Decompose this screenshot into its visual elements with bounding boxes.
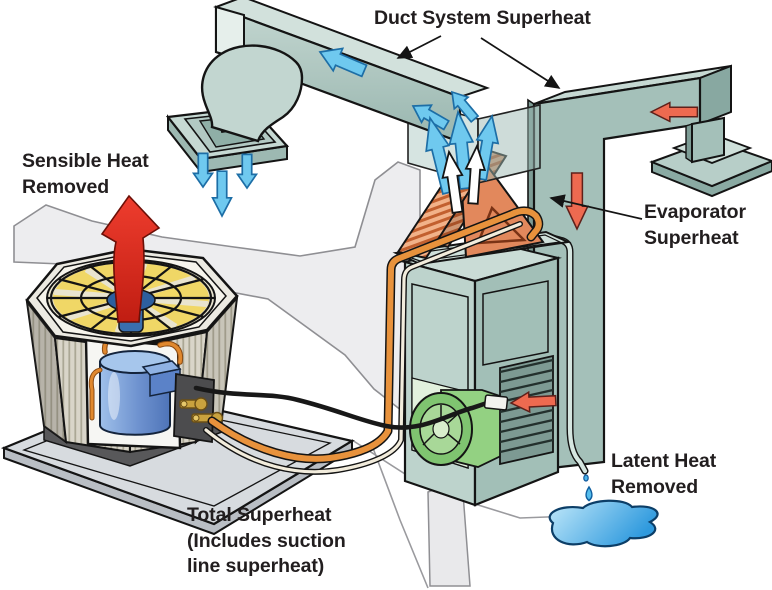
duct-elbow <box>200 44 304 143</box>
service-valves <box>179 397 224 425</box>
leader-lines <box>396 35 643 220</box>
compressor <box>99 350 182 436</box>
water-drip <box>583 474 589 482</box>
water-droplet <box>585 485 593 502</box>
air-handler <box>401 239 562 507</box>
return-duct <box>527 64 772 472</box>
supply-duct <box>165 0 491 174</box>
electrical-cable <box>193 385 509 430</box>
refrigerant-line-set <box>203 206 544 475</box>
label-latent-heat-removed: Latent Heat Removed <box>611 450 717 498</box>
sensible-heat-arrow <box>100 194 161 323</box>
label-evaporator-superheat: Evaporator Superheat <box>644 201 746 249</box>
duct-leader-left <box>396 35 442 59</box>
evaporator-leader <box>549 194 643 220</box>
cable-connector <box>483 394 509 411</box>
return-register <box>649 116 772 198</box>
water-puddle <box>548 499 659 548</box>
label-total-superheat: Total Superheat (Includes suction line s… <box>187 504 346 577</box>
label-duct-system-superheat: Duct System Superheat <box>374 7 591 29</box>
label-sensible-heat-removed: Sensible Heat Removed <box>22 150 149 198</box>
duct-leader-right <box>480 37 561 89</box>
